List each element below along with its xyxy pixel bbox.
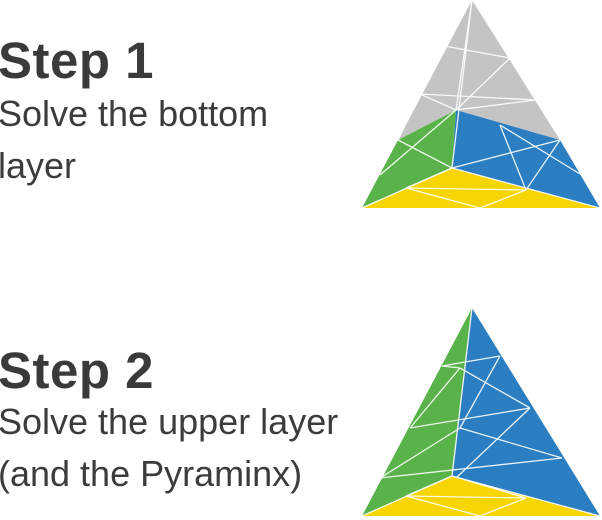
pyramid-gray-top <box>398 0 560 140</box>
pyramid-bottom-layer-solved-icon <box>361 0 600 209</box>
pyramid-yellow-face <box>362 476 600 516</box>
pyramid-blue-face <box>452 110 600 208</box>
step-1-section: Step 1 Solve the bottom layer <box>0 0 602 240</box>
pyramid-yellow-face <box>362 168 600 208</box>
step-2-description: Solve the upper layer (and the Pyraminx) <box>0 401 339 494</box>
pyramid-green-face <box>362 110 456 208</box>
pyramid-fully-solved-icon <box>361 308 600 517</box>
step-2-section: Step 2 Solve the upper layer (and the Py… <box>0 300 602 520</box>
step-1-title: Step 1 <box>0 32 155 89</box>
step-1-description: Solve the bottom layer <box>0 93 269 186</box>
step-2-title: Step 2 <box>0 342 155 399</box>
pyramid-green-face <box>362 308 472 516</box>
